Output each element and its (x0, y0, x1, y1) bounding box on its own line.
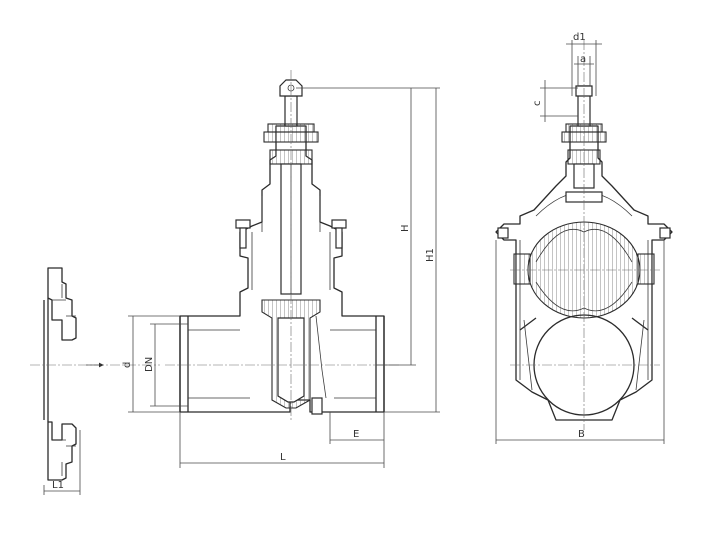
dimension-b: B (495, 240, 665, 444)
label-h1: H1 (425, 248, 436, 262)
label-d: d (122, 362, 133, 368)
label-l: L (280, 452, 286, 463)
dimension-h-h1: H H1 (296, 87, 440, 413)
dimension-l-e: L E (179, 412, 385, 468)
label-a: a (580, 54, 586, 65)
label-l1: L1 (52, 480, 64, 491)
label-dn: DN (144, 357, 155, 372)
spigot-end-detail: L1 (30, 267, 160, 495)
valve-end-view (495, 40, 673, 430)
label-d1: d1 (573, 32, 586, 43)
dimension-d-dn: d DN (122, 315, 188, 413)
valve-section-view (165, 70, 400, 420)
dimension-d1-a-c: d1 a c (532, 32, 602, 122)
label-h: H (400, 224, 411, 232)
label-e: E (353, 429, 359, 440)
label-b: B (578, 429, 585, 440)
label-c: c (532, 101, 543, 107)
